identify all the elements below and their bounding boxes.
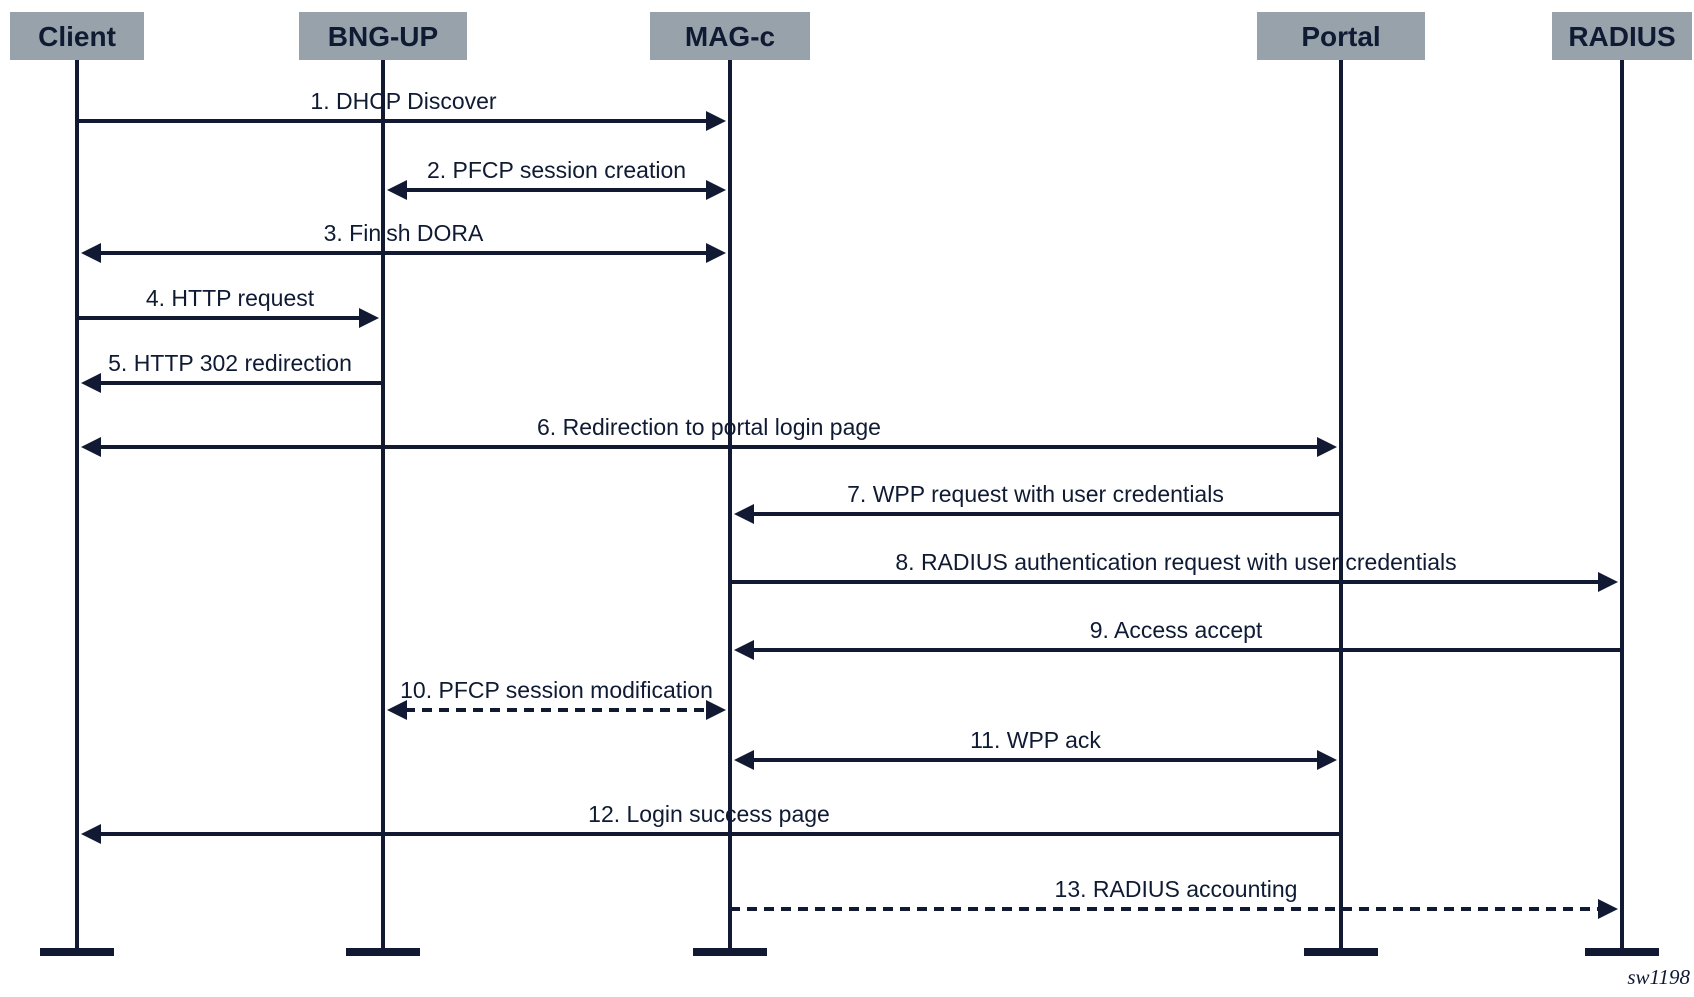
actor-box-mag-c: [650, 12, 810, 60]
message-7: 7. WPP request with user credentials: [734, 481, 1341, 524]
message-arrowhead: [734, 750, 754, 770]
message-arrowhead: [81, 437, 101, 457]
message-label: 4. HTTP request: [146, 285, 315, 311]
actor-box-radius: [1552, 12, 1692, 60]
message-8: 8. RADIUS authentication request with us…: [730, 549, 1618, 592]
message-arrowhead: [1598, 899, 1618, 919]
message-arrowhead: [81, 824, 101, 844]
figure-id: sw1198: [1627, 965, 1690, 989]
message-arrowhead: [81, 243, 101, 263]
message-6: 6. Redirection to portal login page: [81, 414, 1337, 457]
actor-label-mag-c: MAG-c: [685, 21, 775, 52]
actor-box-portal: [1257, 12, 1425, 60]
message-arrowhead: [1317, 437, 1337, 457]
message-label: 1. DHCP Discover: [310, 88, 497, 114]
message-arrowhead: [359, 308, 379, 328]
message-5: 5. HTTP 302 redirection: [81, 350, 383, 393]
message-13: 13. RADIUS accounting: [730, 876, 1618, 919]
message-label: 12. Login success page: [588, 801, 830, 827]
lifeline-end-portal: [1304, 948, 1378, 956]
actor-box-bng-up: [299, 12, 467, 60]
message-label: 6. Redirection to portal login page: [537, 414, 881, 440]
message-arrowhead: [734, 640, 754, 660]
actors: Client BNG-UP MAG-c Portal RADIUS: [10, 12, 1692, 60]
lifeline-end-client: [40, 948, 114, 956]
message-arrowhead: [81, 373, 101, 393]
message-label: 9. Access accept: [1090, 617, 1263, 643]
message-arrowhead: [1317, 750, 1337, 770]
message-arrowhead: [706, 180, 726, 200]
lifeline-end-mag-c: [693, 948, 767, 956]
message-label: 7. WPP request with user credentials: [847, 481, 1224, 507]
message-4: 4. HTTP request: [77, 285, 379, 328]
message-label: 11. WPP ack: [970, 727, 1101, 753]
message-arrowhead: [387, 700, 407, 720]
message-10: 10. PFCP session modification: [387, 677, 726, 720]
message-label: 13. RADIUS accounting: [1055, 876, 1298, 902]
lifeline-end-bng-up: [346, 948, 420, 956]
message-label: 5. HTTP 302 redirection: [108, 350, 352, 376]
actor-label-bng-up: BNG-UP: [328, 21, 438, 52]
message-arrowhead: [706, 700, 726, 720]
messages: 1. DHCP Discover 2. PFCP session creation…: [77, 88, 1622, 919]
message-arrowhead: [706, 243, 726, 263]
message-label: 8. RADIUS authentication request with us…: [895, 549, 1456, 575]
message-1: 1. DHCP Discover: [77, 88, 726, 131]
message-label: 3. Finish DORA: [324, 220, 484, 246]
message-label: 10. PFCP session modification: [400, 677, 713, 703]
message-arrowhead: [387, 180, 407, 200]
actor-label-portal: Portal: [1301, 21, 1380, 52]
lifeline-end-radius: [1585, 948, 1659, 956]
message-arrowhead: [706, 111, 726, 131]
message-arrowhead: [734, 504, 754, 524]
message-9: 9. Access accept: [734, 617, 1622, 660]
message-3: 3. Finish DORA: [81, 220, 726, 263]
message-2: 2. PFCP session creation: [387, 157, 726, 200]
actor-label-radius: RADIUS: [1568, 21, 1675, 52]
lifelines: [40, 60, 1659, 956]
message-arrowhead: [1598, 572, 1618, 592]
actor-label-client: Client: [38, 21, 116, 52]
message-12: 12. Login success page: [81, 801, 1341, 844]
actor-box-client: [10, 12, 144, 60]
message-label: 2. PFCP session creation: [427, 157, 686, 183]
message-11: 11. WPP ack: [734, 727, 1337, 770]
